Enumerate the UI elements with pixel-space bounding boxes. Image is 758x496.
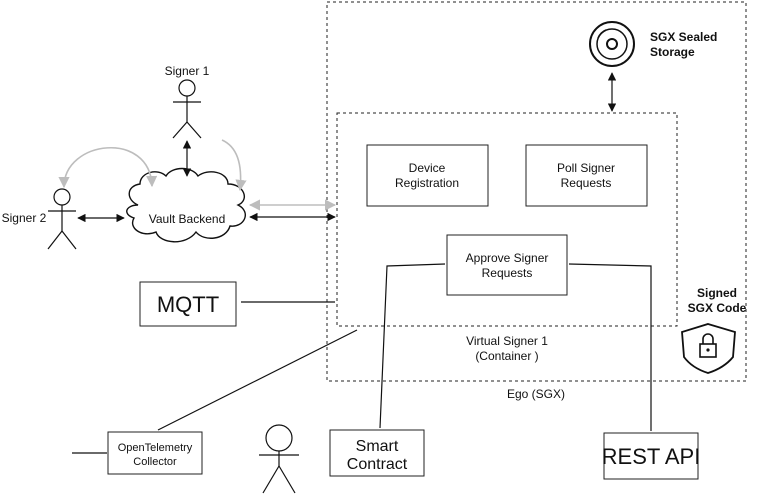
rest-api-box bbox=[603, 432, 699, 480]
otel-connector bbox=[157, 329, 358, 431]
approve-signer-requests-box bbox=[446, 234, 568, 296]
poll-signer-requests-box bbox=[525, 144, 648, 207]
sgx-storage-label-2: Storage bbox=[650, 45, 695, 59]
ego-sgx-boundary bbox=[326, 1, 747, 382]
signed-code-label-1: Signed bbox=[697, 286, 737, 300]
signer2-label: Signer 2 bbox=[2, 211, 47, 225]
device-registration-box bbox=[366, 144, 489, 207]
smart-contract-box bbox=[329, 429, 425, 477]
approve-signer-label-1: Approve Signer bbox=[466, 251, 549, 265]
poll-signer-label-2: Requests bbox=[561, 176, 612, 190]
poll-signer-label-1: Poll Signer bbox=[557, 161, 615, 175]
otel-label-2: Collector bbox=[133, 456, 177, 468]
mqtt-label: MQTT bbox=[157, 292, 219, 317]
signer1-figure bbox=[172, 79, 202, 139]
signer1-label: Signer 1 bbox=[165, 64, 210, 78]
disc-icon bbox=[589, 21, 635, 67]
signed-code-label-2: SGX Code bbox=[688, 301, 747, 315]
virtual-signer-label-1: Virtual Signer 1 bbox=[466, 334, 548, 348]
shield-lock-icon bbox=[681, 323, 736, 374]
ego-label: Ego (SGX) bbox=[507, 387, 565, 401]
device-registration-label-1: Device bbox=[409, 161, 446, 175]
virtual-signer-boundary bbox=[336, 112, 678, 327]
sgx-storage-label-1: SGX Sealed bbox=[650, 30, 717, 44]
opentelemetry-collector-box bbox=[107, 431, 203, 475]
vault-backend-label: Vault Backend bbox=[149, 212, 226, 226]
rest-api-label: REST API bbox=[602, 444, 701, 469]
vault-backend-cloud bbox=[126, 167, 247, 243]
approve-rest-api-connector bbox=[568, 263, 652, 431]
smart-contract-label-2: Contract bbox=[347, 456, 408, 473]
approve-smart-contract-connector bbox=[379, 263, 446, 429]
otel-label-1: OpenTelemetry bbox=[118, 442, 193, 454]
approve-signer-label-2: Requests bbox=[482, 266, 533, 280]
device-registration-label-2: Registration bbox=[395, 176, 459, 190]
virtual-signer-label-2: (Container ) bbox=[475, 349, 538, 363]
signer1-vault-curve bbox=[221, 139, 247, 192]
signer2-figure bbox=[47, 188, 77, 250]
smart-contract-label-1: Smart bbox=[356, 438, 399, 455]
signer2-vault-curve bbox=[58, 147, 158, 189]
mqtt-box bbox=[139, 281, 237, 327]
stick-figure-icon bbox=[259, 424, 299, 494]
